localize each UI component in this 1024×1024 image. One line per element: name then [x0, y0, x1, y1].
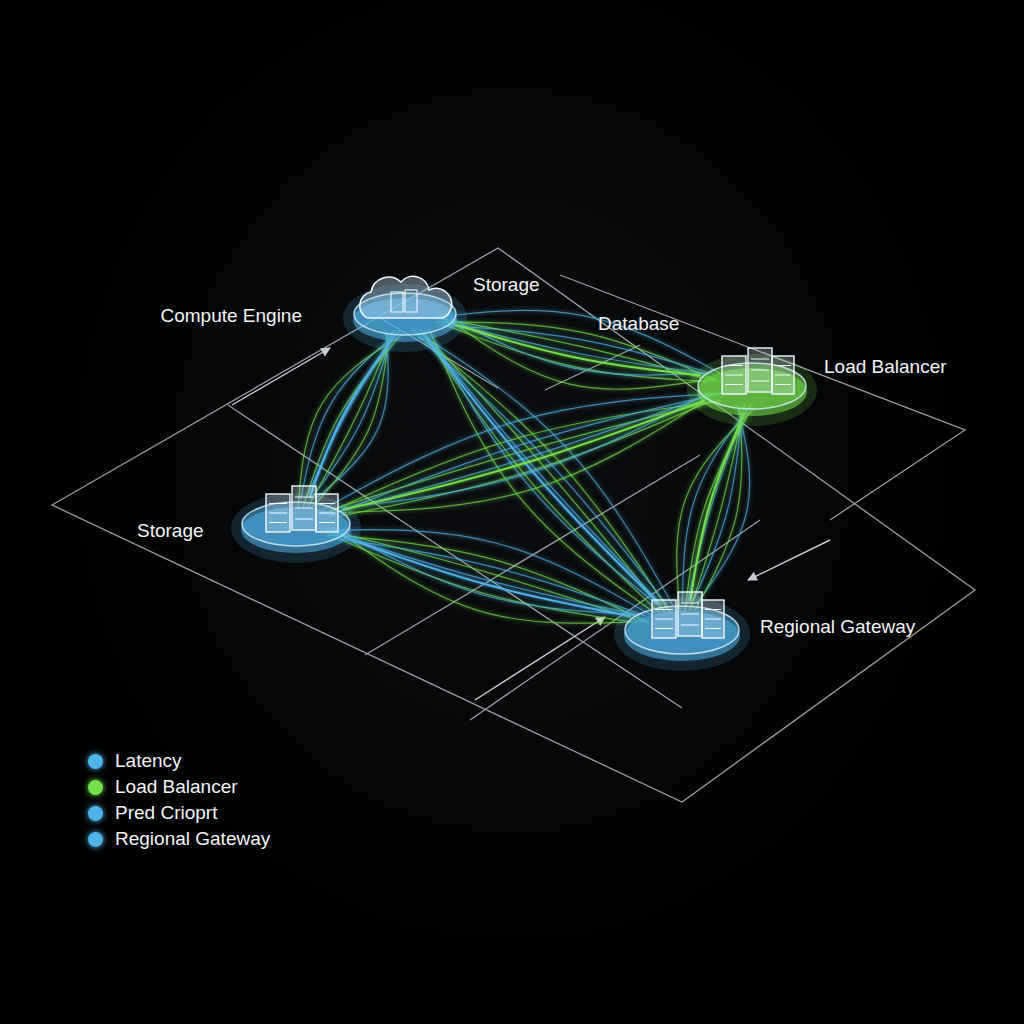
mesh-strand — [344, 535, 632, 623]
mesh-strand — [308, 330, 394, 507]
pointer-arrow — [748, 540, 830, 580]
legend-text: Load Balancer — [115, 776, 238, 798]
node-label: Storage — [473, 274, 540, 296]
mesh-strands — [298, 310, 754, 623]
mesh-strand — [303, 338, 398, 507]
node-label: Storage — [137, 520, 204, 542]
mesh-strand — [298, 334, 403, 507]
legend-swatch — [88, 806, 103, 821]
legend-entry: Latency — [88, 750, 182, 772]
mesh-strand — [329, 394, 719, 517]
network-link — [343, 400, 705, 510]
disc-graphic — [624, 601, 740, 659]
grid-line — [545, 345, 640, 390]
legend-text: Regional Gateway — [115, 828, 270, 850]
mesh-strand — [682, 404, 751, 603]
legend-swatch — [88, 754, 103, 769]
mesh-strand — [685, 412, 749, 611]
legend-swatch — [88, 832, 103, 847]
network-link — [426, 338, 659, 604]
service-disc: Compute EngineStorage — [353, 288, 457, 340]
pointer-arrow — [475, 617, 605, 700]
disc-graphic — [697, 358, 807, 414]
mesh-strand — [677, 408, 755, 611]
disc-graphic — [353, 288, 457, 340]
mesh-strand — [336, 534, 639, 615]
network-link — [690, 414, 744, 602]
mesh-strand — [333, 401, 715, 509]
legend-text: Pred Crioprt — [115, 802, 217, 824]
free-label: Database — [598, 313, 679, 335]
pointer-arrow — [232, 348, 330, 405]
grid-line — [470, 520, 760, 720]
legend-swatch — [88, 780, 103, 795]
disc-graphic — [241, 497, 351, 551]
mesh-strand — [332, 531, 643, 622]
legend-entry: Pred Crioprt — [88, 802, 217, 824]
mesh-strand — [327, 535, 649, 623]
grid-plane — [52, 248, 975, 802]
service-disc: Regional Gateway — [624, 601, 740, 659]
mesh-strand — [426, 337, 660, 612]
legend-text: Latency — [115, 750, 182, 772]
mesh-strand — [342, 531, 635, 615]
grid-line — [228, 405, 682, 708]
legend-entry: Regional Gateway — [88, 828, 270, 850]
grid-line — [560, 275, 965, 520]
node-label: Load Balancer — [824, 356, 947, 378]
pointer-arrows — [232, 348, 830, 700]
service-disc: Load Balancer — [697, 358, 807, 414]
node-label: Regional Gateway — [760, 616, 915, 638]
node-label: Compute Engine — [160, 305, 302, 327]
mesh-strand — [335, 394, 713, 513]
legend-entry: Load Balancer — [88, 776, 238, 798]
network-link — [344, 537, 631, 616]
network-link — [310, 339, 392, 498]
mesh-strand — [331, 538, 645, 616]
mesh-strand — [306, 334, 396, 499]
mesh-strand — [327, 401, 722, 513]
service-disc: Storage — [241, 497, 351, 551]
mesh-strand — [687, 408, 746, 603]
plane-outline — [52, 248, 975, 802]
mesh-strand — [431, 333, 654, 612]
